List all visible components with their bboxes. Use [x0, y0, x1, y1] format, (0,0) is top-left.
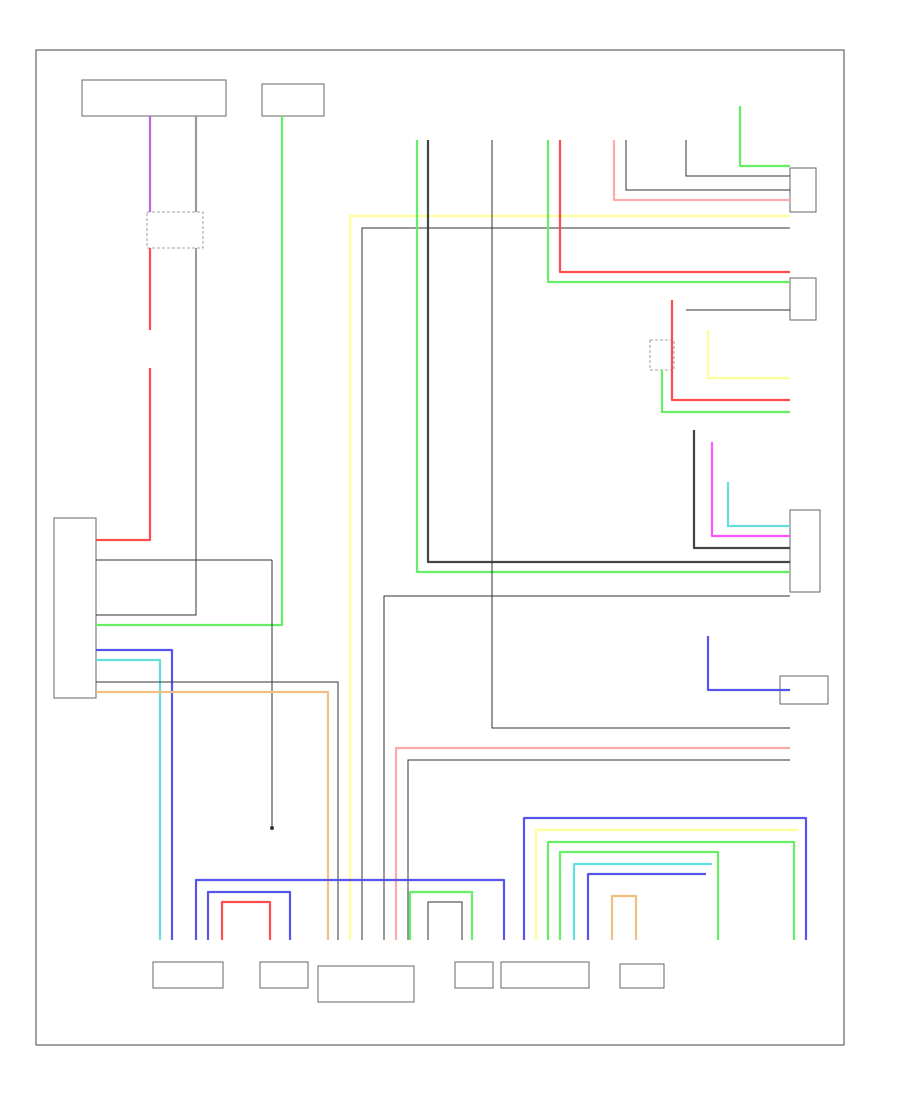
component-left-relay — [146, 211, 204, 249]
component-right-connector-3 — [789, 509, 821, 593]
component-right-connector-2 — [789, 277, 817, 321]
component-top-left-fuse-block — [81, 79, 227, 117]
wire-green-top-right — [546, 140, 790, 284]
wire-yellow-long — [348, 214, 790, 940]
wire-group — [96, 106, 808, 940]
wire-cyan-bottom — [572, 862, 712, 940]
wire-yellow-bottom-right — [534, 828, 798, 940]
wire-blue-left — [96, 648, 174, 940]
ground-symbol — [270, 826, 274, 830]
wire-blue-bottom-right — [522, 816, 808, 940]
wire-pink-top — [612, 140, 790, 202]
wire-cyan-right — [726, 482, 790, 528]
wire-black-bottom-left — [427, 901, 463, 940]
component-center-relay — [649, 339, 675, 371]
wire-green-center — [415, 140, 790, 574]
wire-red-relay — [670, 300, 790, 402]
component-top-fuse — [261, 83, 325, 117]
wire-green-bottom-left — [408, 890, 474, 940]
component-right-connector-top — [789, 167, 817, 213]
wire-orange-left-bottom — [96, 690, 330, 940]
wire-blue-right — [706, 636, 790, 692]
component-bottom-connector-4 — [454, 961, 494, 989]
wire-gray-right-long — [491, 140, 790, 729]
wire-gray-center-2 — [383, 595, 790, 940]
wire-red-bottom-left — [220, 900, 272, 940]
wire-black-right-mid — [692, 430, 790, 550]
wire-gray-left — [96, 248, 197, 616]
wire-green-bottom-2 — [558, 850, 720, 940]
component-bottom-connector-2 — [259, 961, 309, 989]
wire-pink-bottom — [394, 746, 790, 940]
component-bottom-connector-6 — [619, 963, 665, 989]
wire-cyan-left — [96, 658, 162, 940]
component-bottom-connector-1 — [152, 961, 224, 989]
diagram-frame — [35, 49, 845, 1046]
wire-red-left — [96, 248, 152, 542]
wire-gray-bottom-right — [407, 759, 790, 940]
wire-green-bottom-right — [546, 840, 796, 940]
wire-green-mid — [96, 116, 284, 627]
wire-blue-bottom-2 — [586, 872, 706, 940]
wire-black-top-right — [685, 140, 790, 177]
component-bottom-connector-3 — [317, 965, 415, 1003]
component-bottom-connector-5 — [500, 961, 590, 989]
wire-orange-bottom — [610, 894, 638, 940]
wire-gray-top-right — [625, 140, 790, 191]
wire-blue-bottom-left — [194, 878, 506, 940]
wire-magenta-right — [710, 442, 790, 538]
wire-black-mid — [96, 559, 273, 828]
wire-green-top-far-right — [738, 106, 790, 168]
wire-black-center — [426, 140, 790, 564]
wire-gray-left-bottom — [96, 681, 339, 940]
wire-green-relay — [660, 370, 790, 414]
component-left-main-ecu — [53, 517, 97, 699]
wire-blue-bottom-left-2 — [206, 890, 292, 940]
wire-gray-long — [361, 227, 790, 940]
wire-red-top-right — [558, 140, 790, 274]
wire-yellow-relay — [706, 330, 790, 380]
